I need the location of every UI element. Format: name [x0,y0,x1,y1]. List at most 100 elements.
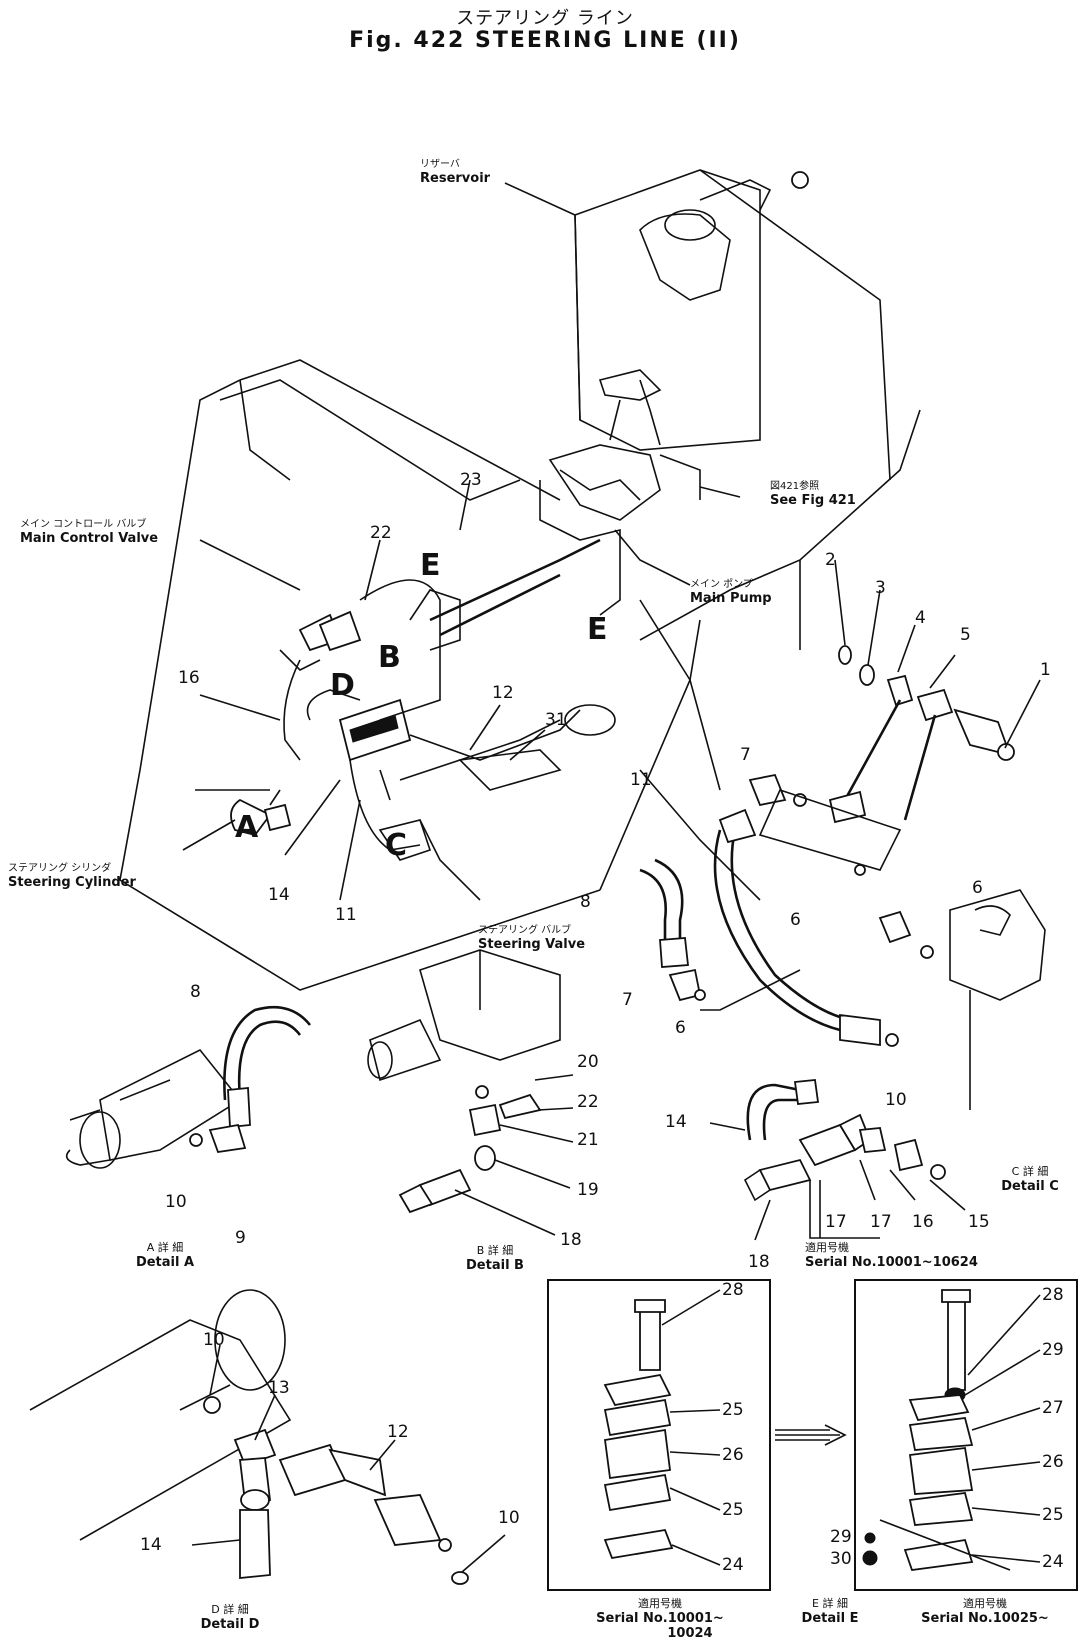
part-number: 22 [370,523,392,543]
main-pump-label-jp: メイン ポンプ [690,579,753,590]
steering-cylinder-label-jp: ステアリング シリンダ [8,863,112,874]
caption-serial-e1-en: Serial No.10001~ [596,1611,724,1626]
part-number: 12 [387,1422,409,1442]
steering-cylinder-label: ステアリング シリンダ Steering Cylinder [8,862,136,890]
part-number: 14 [268,885,290,905]
part-number: 6 [790,910,801,930]
part-number: 4 [915,608,926,628]
part-number: 28 [722,1280,744,1300]
part-number: 7 [622,990,633,1010]
see-fig-label-jp: 図421参照 [770,481,820,492]
part-number: 20 [577,1052,599,1072]
main-pump-label-en: Main Pump [690,591,772,606]
part-number: 28 [1042,1285,1064,1305]
detail-e2-drawing [862,1289,1041,1571]
part-number: 23 [460,470,482,490]
part-number: 15 [968,1212,990,1232]
part-number: 25 [722,1500,744,1520]
part-number: 14 [665,1112,687,1132]
view-marker-c: C [385,828,408,863]
detail-c-drawing [709,1079,966,1241]
part-number: 25 [722,1400,744,1420]
view-marker-d: D [330,668,355,703]
part-number: 8 [580,892,591,912]
part-number: 6 [972,878,983,898]
valves-drawing [279,579,616,851]
caption-serial-c-jp: 適用号機 [805,1241,849,1254]
caption-detail-b: B 詳 細 Detail B [430,1243,560,1273]
detail-a-drawing [65,1005,312,1169]
view-marker-e-left: E [420,548,441,583]
detail-d-drawing [29,1289,506,1585]
part-number: 29 [1042,1340,1064,1360]
part-number: 3 [875,578,886,598]
part-number: 10 [498,1508,520,1528]
mid-fittings [639,773,1046,1110]
part-number: 26 [1042,1452,1064,1472]
part-number: 30 [830,1549,852,1569]
main-pump-label: メイン ポンプ Main Pump [690,578,772,606]
part-number: 24 [722,1555,744,1575]
part-number: 12 [492,683,514,703]
part-number: 1 [1040,660,1051,680]
caption-detail-d: D 詳 細 Detail D [170,1602,290,1632]
part-number: 7 [740,745,751,765]
part-number: 13 [268,1378,290,1398]
part-number: 10 [165,1192,187,1212]
exploded-fittings [834,559,1041,821]
part-number: 10 [203,1330,225,1350]
part-number: 27 [1042,1398,1064,1418]
part-number: 19 [577,1180,599,1200]
caption-serial-e2-en: Serial No.10025~ [921,1611,1049,1626]
caption-detail-a-jp: A 詳 細 [146,1241,184,1254]
part-number: 17 [825,1212,847,1232]
caption-detail-a: A 詳 細 Detail A [95,1240,235,1270]
detail-e-box-2 [854,1279,1078,1591]
main-pump-drawing [219,379,701,637]
part-number: 5 [960,625,971,645]
caption-detail-b-jp: B 詳 細 [476,1244,514,1257]
caption-detail-e-en: Detail E [801,1611,859,1626]
reservoir-drawing [574,169,891,481]
view-marker-e-right: E [587,612,608,647]
main-control-valve-label-jp: メイン コントロール バルブ [20,519,147,530]
steering-cylinder-label-en: Steering Cylinder [8,875,136,890]
part-number: 31 [545,710,567,730]
part-number: 22 [577,1092,599,1112]
caption-serial-e1: 適用号機 Serial No.10001~ 10024 [555,1596,765,1641]
detail-b-drawing [367,949,574,1236]
leader-lines [182,182,801,901]
figure-title: Fig. 422 STEERING LINE (II) [349,28,741,53]
view-marker-a: A [235,810,259,845]
view-marker-b: B [378,640,401,675]
part-number: 17 [870,1212,892,1232]
caption-serial-e2: 適用号機 Serial No.10025~ [885,1596,1085,1626]
caption-detail-c: C 詳 細 Detail C [985,1164,1075,1194]
steering-cylinder-drawing [230,789,432,861]
caption-detail-b-en: Detail B [466,1258,524,1273]
caption-detail-d-en: Detail D [200,1617,260,1632]
caption-detail-e-jp: E 詳 細 [812,1597,848,1610]
part-number: 26 [722,1445,744,1465]
detail-e1-drawing [603,1289,721,1566]
part-number: 14 [140,1535,162,1555]
part-number: 11 [630,770,652,790]
caption-serial-e1-en2: 10024 [667,1626,713,1641]
reservoir-label-jp: リザーバ [420,159,460,170]
caption-serial-c-en: Serial No.10001~10624 [805,1255,978,1270]
part-number: 11 [335,905,357,925]
reservoir-label: リザーバ Reservoir [420,158,490,186]
steering-valve-label: ステアリング バルブ Steering Valve [478,924,585,952]
part-number: 8 [190,982,201,1002]
part-number: 21 [577,1130,599,1150]
detail-e-box-1 [547,1279,771,1591]
part-number: 10 [885,1090,907,1110]
main-control-valve-label-en: Main Control Valve [20,531,159,546]
reservoir-label-en: Reservoir [420,171,491,186]
steering-valve-label-en: Steering Valve [478,937,586,952]
part-number: 6 [675,1018,686,1038]
part-number: 18 [560,1230,582,1250]
see-fig-label: 図421参照 See Fig 421 [770,480,856,508]
frame-drawing [119,359,921,991]
